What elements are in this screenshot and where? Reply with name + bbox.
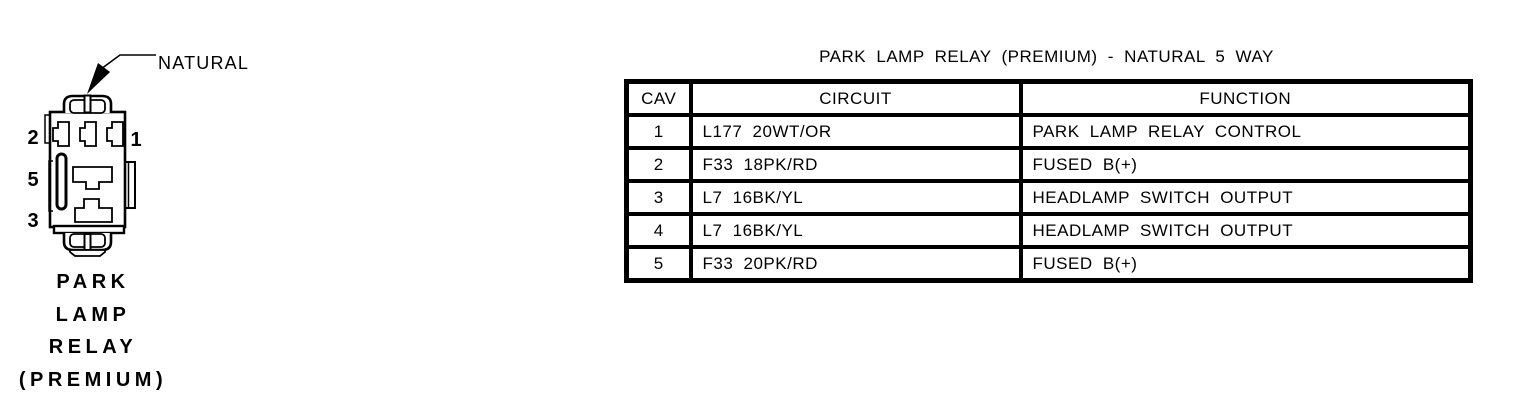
pin-label-1: 1 bbox=[130, 129, 141, 151]
color-callout-arrow-icon bbox=[87, 63, 110, 94]
connector-bottom-flange bbox=[52, 224, 126, 235]
cell-circuit: L7 16BK/YL bbox=[688, 212, 1023, 249]
connector-left-slot bbox=[55, 152, 68, 211]
cell-circuit: L7 16BK/YL bbox=[688, 179, 1023, 216]
table-row: 3 L7 16BK/YL HEADLAMP SWITCH OUTPUT bbox=[624, 179, 1473, 216]
pin-label-3: 3 bbox=[27, 210, 38, 232]
col-header-cav: CAV bbox=[624, 79, 693, 117]
table-row: 4 L7 16BK/YL HEADLAMP SWITCH OUTPUT bbox=[624, 212, 1473, 249]
cell-function: PARK LAMP RELAY CONTROL bbox=[1018, 113, 1473, 150]
pin-label-5: 5 bbox=[27, 169, 38, 191]
table-row: 1 L177 20WT/OR PARK LAMP RELAY CONTROL bbox=[624, 113, 1473, 150]
connector-top-latch-divider bbox=[83, 94, 92, 114]
caption-line-4: (PREMIUM) bbox=[18, 368, 168, 391]
connector-left-tab-upper bbox=[44, 114, 50, 144]
cell-circuit: L177 20WT/OR bbox=[688, 113, 1023, 150]
col-header-circuit: CIRCUIT bbox=[688, 79, 1023, 117]
cell-function: FUSED B(+) bbox=[1018, 245, 1473, 283]
table-header-row: CAV CIRCUIT FUNCTION bbox=[624, 79, 1473, 117]
cell-cav: 2 bbox=[624, 146, 693, 183]
connector-diagram: NATURAL 2 1 5 3 bbox=[27, 53, 249, 257]
cell-cav: 3 bbox=[624, 179, 693, 216]
pin-label-2: 2 bbox=[27, 127, 38, 149]
cell-cav: 4 bbox=[624, 212, 693, 249]
connector-right-tab bbox=[124, 161, 136, 209]
cavity-pin-2 bbox=[52, 121, 70, 147]
pinout-table: CAV CIRCUIT FUNCTION 1 L177 20WT/OR PARK… bbox=[624, 79, 1473, 283]
color-callout-line bbox=[100, 54, 156, 70]
cavity-pin-center bbox=[79, 121, 97, 147]
cavity-pin-3 bbox=[74, 198, 113, 223]
table-row: 2 F33 18PK/RD FUSED B(+) bbox=[624, 146, 1473, 183]
caption-line-3: RELAY bbox=[48, 336, 138, 358]
connector-bottom-cap bbox=[69, 249, 106, 257]
col-header-function: FUNCTION bbox=[1018, 79, 1473, 117]
cell-function: HEADLAMP SWITCH OUTPUT bbox=[1018, 212, 1473, 249]
table-row: 5 F33 20PK/RD FUSED B(+) bbox=[624, 245, 1473, 283]
connector-caption: PARK LAMP RELAY (PREMIUM) bbox=[8, 266, 178, 396]
cell-function: HEADLAMP SWITCH OUTPUT bbox=[1018, 179, 1473, 216]
cell-circuit: F33 18PK/RD bbox=[688, 146, 1023, 183]
connector-left-tab-lower bbox=[48, 160, 53, 212]
table-title: PARK LAMP RELAY (PREMIUM) - NATURAL 5 WA… bbox=[819, 47, 1274, 66]
connector-bottom-latch-divider bbox=[83, 233, 92, 251]
cell-cav: 1 bbox=[624, 113, 693, 150]
cell-circuit: F33 20PK/RD bbox=[688, 245, 1023, 283]
connector-color-label: NATURAL bbox=[158, 53, 249, 73]
caption-line-2: LAMP bbox=[55, 303, 131, 326]
cell-function: FUSED B(+) bbox=[1018, 146, 1473, 183]
cavity-pin-5 bbox=[72, 166, 113, 190]
caption-line-1: PARK bbox=[56, 271, 130, 293]
cavity-pin-1 bbox=[106, 121, 124, 147]
cell-cav: 5 bbox=[624, 245, 693, 283]
